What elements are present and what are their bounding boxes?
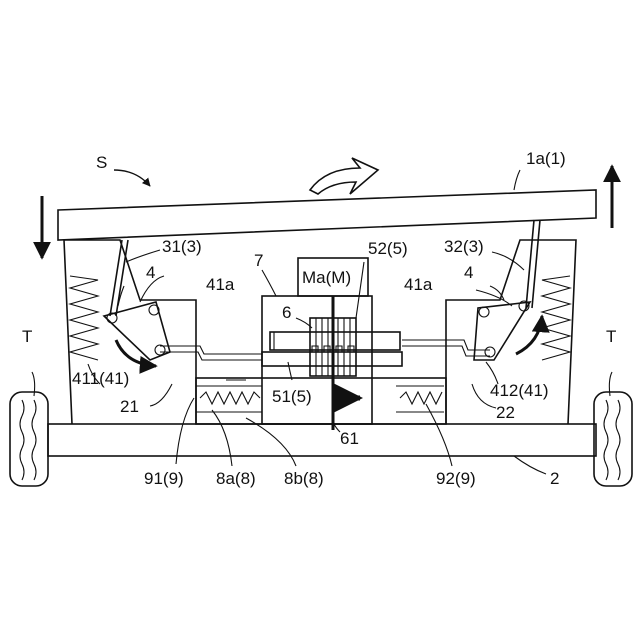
label-gear-52: 52(5) bbox=[368, 239, 408, 258]
tire-left bbox=[10, 392, 48, 486]
label-tire-right: T bbox=[606, 327, 616, 346]
label-tire-left: T bbox=[22, 327, 32, 346]
label-shaft: 61 bbox=[340, 429, 359, 448]
label-guide-b: 8b(8) bbox=[284, 469, 324, 488]
label-motor: Ma(M) bbox=[302, 268, 351, 287]
bracket-left bbox=[104, 302, 170, 360]
pinion bbox=[270, 332, 400, 350]
label-bracket-right: 412(41) bbox=[490, 381, 549, 400]
label-arm-left: 31(3) bbox=[162, 237, 202, 256]
label-link-left: 4 bbox=[146, 263, 155, 282]
label-base: 2 bbox=[550, 469, 559, 488]
base-frame bbox=[48, 424, 596, 456]
arrow-tilt-rotation bbox=[310, 158, 378, 194]
arrow-curve-left bbox=[116, 340, 156, 366]
label-deck: 1a(1) bbox=[526, 149, 566, 168]
spring-92 bbox=[396, 386, 444, 412]
label-spring-left: 91(9) bbox=[144, 469, 184, 488]
arrow-curve-right bbox=[516, 316, 542, 354]
label-bracket-left: 411(41) bbox=[72, 369, 129, 388]
label-pivot-left: 41a bbox=[206, 275, 235, 294]
label-gear-6: 6 bbox=[282, 303, 291, 322]
tire-right bbox=[594, 392, 632, 486]
right-column-spring bbox=[542, 276, 570, 360]
arm-left bbox=[110, 240, 128, 316]
label-guide-a: 8a(8) bbox=[216, 469, 256, 488]
label-post-right: 22 bbox=[496, 403, 515, 422]
label-rack: 51(5) bbox=[272, 387, 312, 406]
arm-right bbox=[526, 220, 540, 308]
label-arm-right: 32(3) bbox=[444, 237, 484, 256]
label-post-left: 21 bbox=[120, 397, 139, 416]
label-spring-right: 92(9) bbox=[436, 469, 476, 488]
guide-8a bbox=[196, 380, 262, 386]
rod-left bbox=[160, 346, 262, 360]
label-pivot-right: 41a bbox=[404, 275, 433, 294]
label-gear-housing: 7 bbox=[254, 251, 263, 270]
arrow-s-pointer bbox=[114, 170, 150, 186]
left-column-spring bbox=[70, 276, 98, 360]
label-s: S bbox=[96, 153, 107, 172]
deck-plate bbox=[58, 190, 596, 240]
label-link-right: 4 bbox=[464, 263, 473, 282]
spring-91 bbox=[200, 392, 260, 404]
